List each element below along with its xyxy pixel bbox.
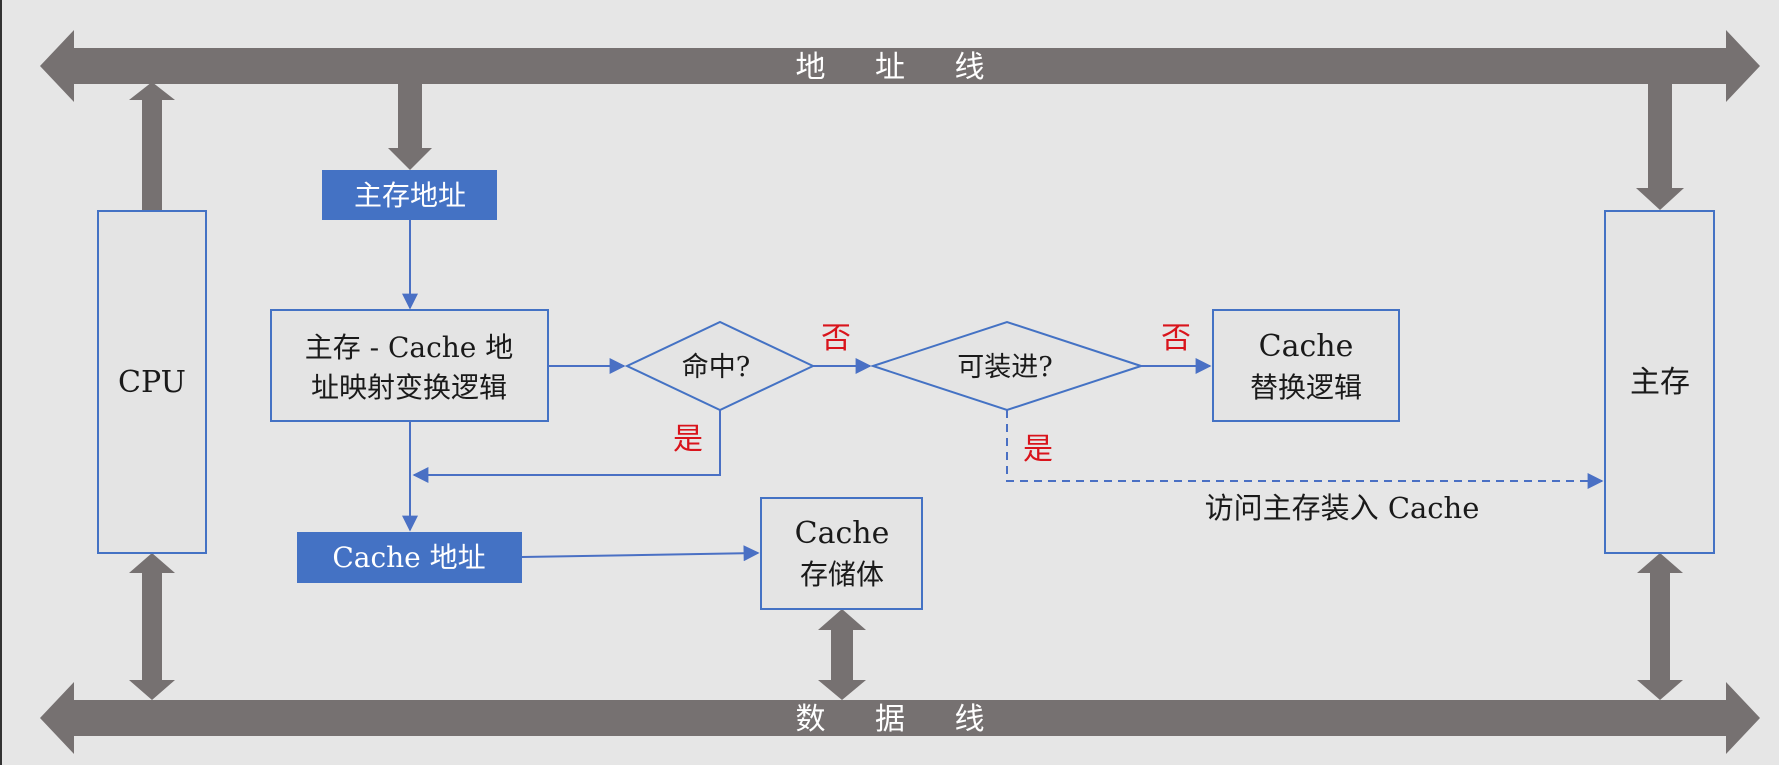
replace-logic-line1: Cache (1259, 329, 1354, 364)
cache-address-to-storage-connector (521, 545, 760, 562)
main-memory-address-block: 主存地址 (322, 170, 497, 220)
cache-address-label: Cache 地址 (332, 541, 485, 574)
cpu-to-address-bus-arrow (129, 82, 175, 211)
address-bus-to-main-memory-arrow (1636, 84, 1684, 210)
left-edge-border (0, 0, 2, 765)
address-bus: 地 址 线 (40, 30, 1760, 102)
replace-logic-box: Cache 替换逻辑 (1212, 309, 1400, 422)
replace-logic-line2: 替换逻辑 (1250, 371, 1362, 404)
cpu-label: CPU (118, 365, 186, 400)
main-memory-address-label: 主存地址 (354, 179, 466, 212)
loadable-yes-dashed-connector (1006, 410, 1604, 489)
address-bus-label: 地 址 线 (795, 50, 1004, 85)
mapping-logic-line1: 主存 - Cache 地 (305, 331, 514, 364)
cache-storage-box: Cache 存储体 (760, 497, 923, 610)
data-bus-label: 数 据 线 (795, 702, 1004, 737)
main-memory-label: 主存 (1630, 365, 1690, 400)
hit-no-label: 否 (821, 321, 851, 356)
load-from-memory-label: 访问主存装入 Cache (1205, 491, 1480, 525)
mapping-logic-line2: 址映射变换逻辑 (311, 371, 507, 404)
loadable-decision-diamond: 可装进? (869, 320, 1145, 412)
hit-decision-label: 命中? (682, 352, 750, 383)
cache-storage-data-bus-arrow (818, 609, 866, 700)
data-bus: 数 据 线 (40, 682, 1760, 754)
cache-storage-line2: 存储体 (800, 558, 884, 591)
address-bus-to-main-memory-address-arrow (388, 84, 432, 170)
cache-address-block: Cache 地址 (297, 532, 522, 583)
loadable-no-label: 否 (1161, 321, 1191, 356)
mapping-logic-box: 主存 - Cache 地 址映射变换逻辑 (270, 309, 549, 422)
main-memory-data-bus-arrow (1637, 553, 1683, 700)
hit-yes-label: 是 (673, 422, 703, 457)
hit-yes-connector (412, 410, 721, 483)
cpu-data-bus-arrow (129, 553, 175, 700)
loadable-yes-label: 是 (1023, 432, 1053, 467)
loadable-decision-label: 可装进? (957, 352, 1052, 383)
main-memory-box: 主存 (1604, 210, 1715, 554)
cpu-box: CPU (97, 210, 207, 554)
hit-decision-diamond: 命中? (624, 320, 816, 412)
cache-storage-line1: Cache (795, 516, 890, 551)
